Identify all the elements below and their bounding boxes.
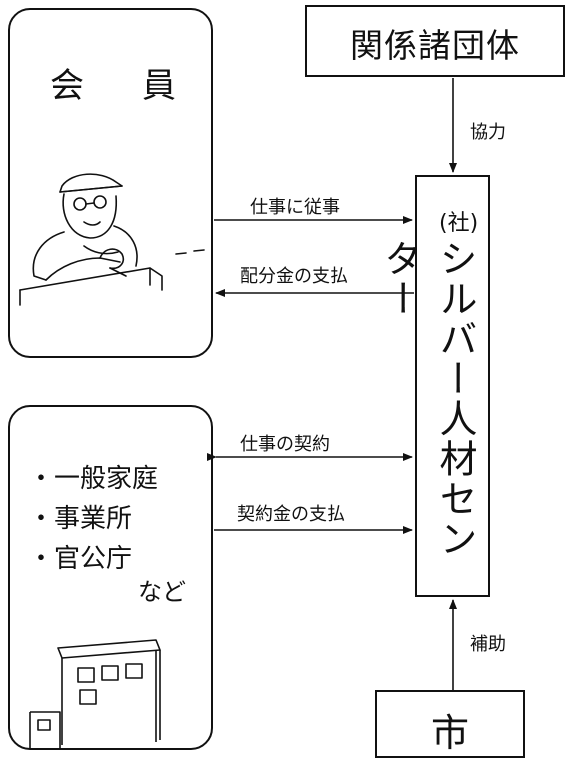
- center-name: シルバー人材センター: [378, 239, 477, 559]
- clients-list: ・一般家庭 ・事業所 ・官公庁: [28, 459, 158, 579]
- edge-label-distribution-payment: 配分金の支払: [240, 266, 348, 287]
- clients-box: ・一般家庭 ・事業所 ・官公庁 など: [8, 405, 213, 750]
- client-item-businesses: ・事業所: [28, 504, 133, 534]
- center-box: (社) シルバー人材センター: [378, 175, 490, 597]
- members-title-char-2: 員: [142, 66, 176, 106]
- clients-etc: など: [138, 578, 186, 606]
- center-prefix: (社): [439, 211, 479, 236]
- edge-label-contract-payment: 契約金の支払: [237, 504, 345, 525]
- edge-label-cooperate: 協力: [470, 122, 506, 143]
- members-box: 会員: [8, 8, 213, 358]
- edge-label-work-contract: 仕事の契約: [240, 434, 330, 455]
- members-title-char-1: 会: [50, 66, 84, 106]
- client-item-public-offices: ・官公庁: [28, 544, 133, 574]
- edge-label-engage-work: 仕事に従事: [250, 197, 340, 218]
- related-orgs-box: 関係諸団体: [305, 5, 565, 77]
- city-label: 市: [430, 711, 469, 755]
- edge-label-subsidy: 補助: [470, 634, 506, 655]
- members-title: 会員: [50, 58, 176, 107]
- client-item-households: ・一般家庭: [28, 464, 159, 494]
- city-box: 市: [375, 690, 525, 758]
- related-orgs-label: 関係諸団体: [350, 26, 520, 65]
